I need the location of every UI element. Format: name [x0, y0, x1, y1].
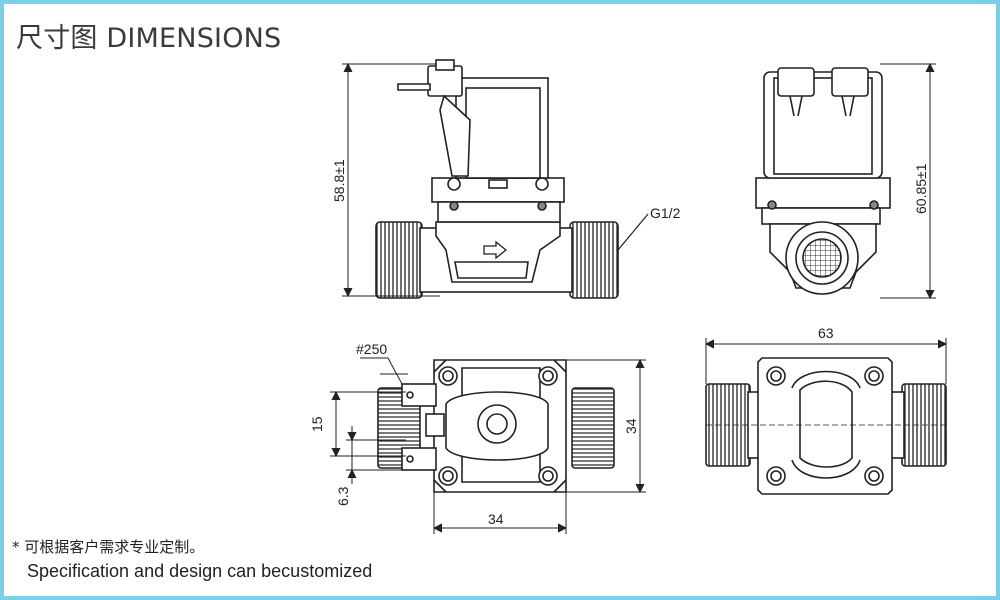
spade-terminal-top: [401, 383, 437, 407]
footnote-cn: * 可根据客户需求专业定制。: [12, 538, 205, 556]
body-depth-label: 34: [623, 418, 639, 434]
footnote-en: Specification and design can becustomize…: [27, 561, 373, 581]
thread-label: G1/2: [650, 205, 681, 221]
inlet-thread: [375, 221, 423, 299]
overall-length-dimension: [704, 338, 948, 384]
filter-screen: [802, 238, 842, 278]
body-width-label: 34: [488, 511, 504, 527]
outlet-thread: [569, 221, 619, 299]
flow-arrow-icon: [483, 240, 508, 260]
spade-terminal-bottom: [401, 447, 437, 471]
page-title: 尺寸图 DIMENSIONS: [16, 23, 282, 54]
top-outlet-thread: [571, 387, 615, 469]
top-view: [377, 359, 615, 493]
front-height-dimension: [342, 62, 440, 298]
side-height-dimension: [880, 62, 936, 300]
terminal-width-label: 6.3: [335, 486, 351, 506]
terminal-pitch-label: 15: [309, 416, 325, 432]
front-view: [375, 59, 649, 299]
side-height-label: 60.85±1: [913, 163, 929, 214]
terminal-label: #250: [356, 341, 387, 357]
terminal-left: [777, 67, 815, 97]
front-height-label: 58.8±1: [331, 159, 347, 202]
side-view: [755, 67, 891, 295]
top-view-dimensions: [330, 357, 646, 534]
terminal-right: [831, 67, 869, 97]
bottom-view: [705, 357, 947, 495]
overall-length-label: 63: [818, 325, 834, 341]
